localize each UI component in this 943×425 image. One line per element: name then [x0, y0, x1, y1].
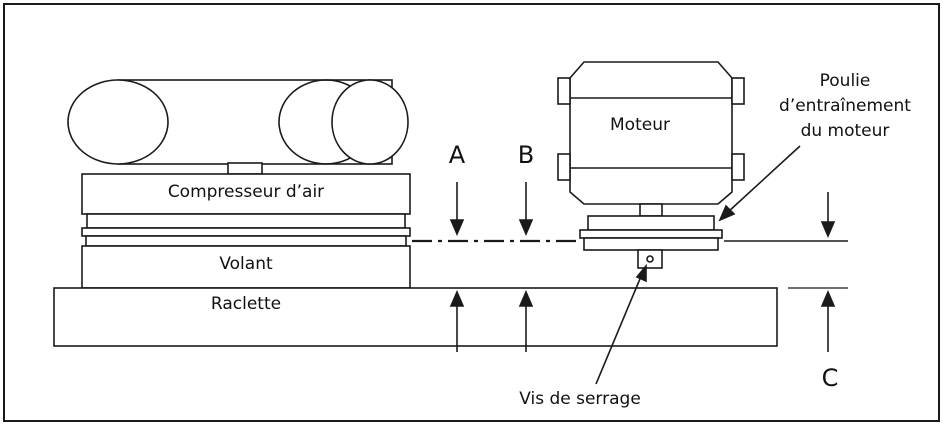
clamp-screw-leader-arrow: [595, 263, 647, 385]
motor-housing: [557, 61, 745, 205]
squeegee-label: Raclette: [211, 294, 281, 314]
arrow-a-down: [449, 182, 465, 237]
pulley-label-line1: Poulie: [820, 71, 871, 91]
pulley-label-line2: d’entraînement: [779, 96, 911, 116]
arrow-b-up: [518, 289, 534, 352]
motor-shaft: [639, 203, 663, 217]
compressor-label: Compresseur d’air: [168, 182, 324, 202]
clamp-screw-label: Vis de serrage: [519, 389, 641, 409]
arrow-c-up: [820, 289, 836, 352]
motor-pulley: [579, 215, 723, 251]
pulley-label-line3: du moteur: [801, 121, 890, 141]
compressor-spacer: [86, 213, 406, 229]
arrow-a-up: [449, 289, 465, 352]
compressor-tank: [67, 79, 409, 165]
flywheel-body: [81, 245, 411, 289]
arrow-c-down: [820, 192, 836, 239]
squeegee-base: [53, 287, 778, 347]
clamp-screw: [637, 249, 663, 269]
flywheel-groove: [81, 227, 411, 247]
motor-label: Moteur: [610, 115, 670, 135]
dim-b-label: B: [518, 141, 534, 169]
flywheel-label: Volant: [219, 254, 273, 274]
pulley-leader-arrow: [718, 145, 801, 222]
compressor-neck: [227, 162, 263, 175]
diagram-frame: [3, 3, 940, 422]
dim-c-label: C: [822, 364, 839, 392]
arrow-b-down: [518, 182, 534, 237]
dim-a-label: A: [449, 141, 466, 169]
